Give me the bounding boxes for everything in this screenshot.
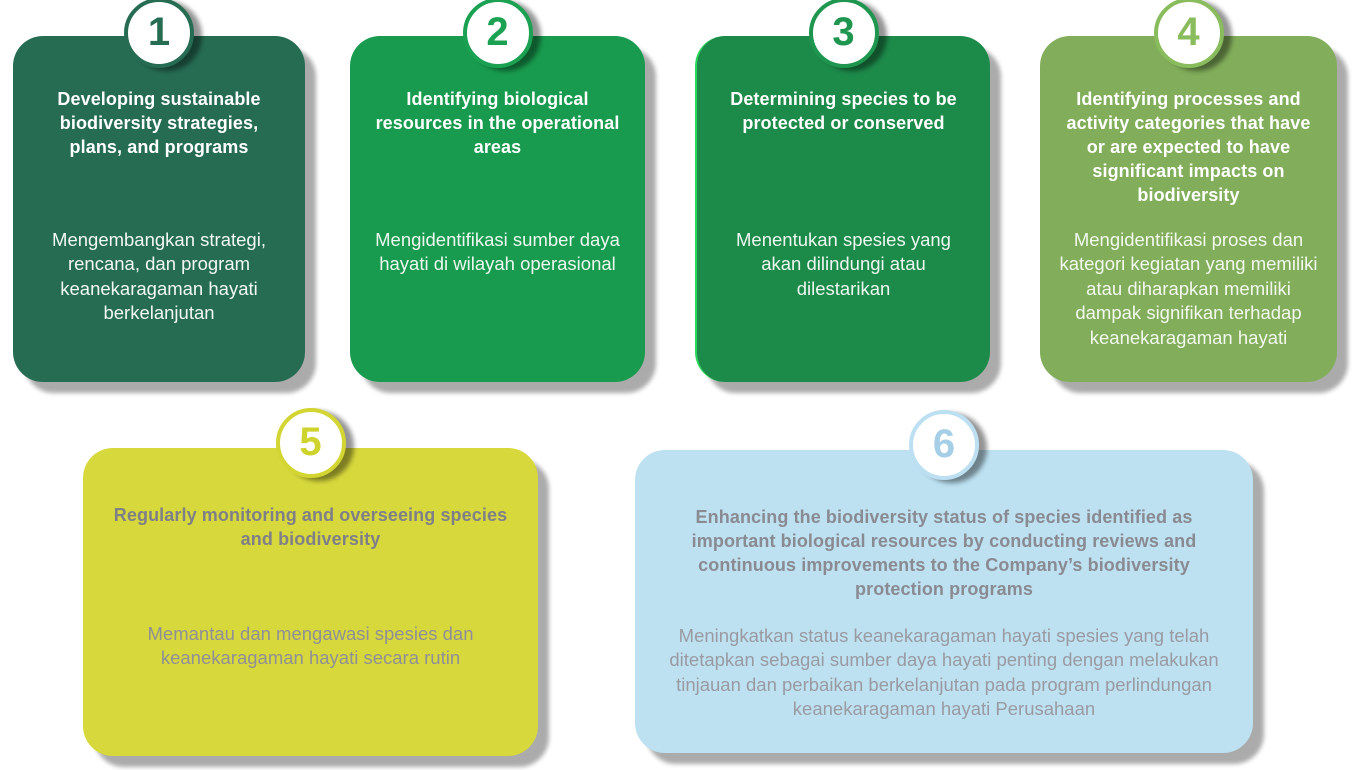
step-6-number-badge: 6 (909, 410, 979, 480)
step-6-title-en: Enhancing the biodiversity status of spe… (691, 507, 1197, 599)
step-4-title-en: Identifying processes and activity categ… (1066, 89, 1311, 205)
step-2-title-en: Identifying biological resources in the … (375, 89, 620, 157)
step-1-number-badge: 1 (124, 0, 194, 68)
step-3-subtitle-id: Menentukan spesies yang akan dilindungi … (736, 229, 951, 299)
step-3-title-en: Determining species to be protected or c… (730, 89, 957, 133)
step-5-number-badge: 5 (275, 408, 346, 478)
step-card-2: 2 Identifying biological resources in th… (350, 0, 645, 382)
step-1-number: 1 (147, 10, 171, 54)
step-2-number-badge: 2 (462, 0, 533, 68)
step-4-number: 4 (1177, 10, 1200, 54)
step-card-5: 5 Regularly monitoring and overseeing sp… (83, 408, 538, 756)
step-card-3: 3 Determining species to be protected or… (695, 0, 990, 382)
step-card-4: 4 Identifying processes and activity cat… (1040, 0, 1337, 382)
step-3-number: 3 (832, 10, 855, 54)
step-5-title-en: Regularly monitoring and overseeing spec… (113, 505, 508, 549)
step-1-title-en: Developing sustainable biodiversity stra… (57, 89, 261, 157)
step-4-subtitle-id: Mengidentifikasi proses dan kategori keg… (1059, 229, 1318, 348)
step-2-subtitle-id: Mengidentifikasi sumber daya hayati di w… (375, 229, 620, 275)
step-5-number: 5 (299, 420, 322, 464)
step-5-subtitle-id: Memantau dan mengawasi spesies dan keane… (147, 623, 474, 669)
step-card-6: 6 Enhancing the biodiversity status of s… (635, 410, 1253, 753)
step-2-number: 2 (486, 10, 509, 54)
step-6-subtitle-id: Meningkatkan status keanekaragaman hayat… (669, 625, 1219, 720)
step-6-number: 6 (932, 422, 956, 466)
step-4-number-badge: 4 (1153, 0, 1224, 68)
step-3-number-badge: 3 (808, 0, 879, 68)
step-card-1: 1 Developing sustainable biodiversity st… (13, 0, 305, 382)
step-1-subtitle-id: Mengembangkan strategi, rencana, dan pro… (52, 229, 266, 324)
